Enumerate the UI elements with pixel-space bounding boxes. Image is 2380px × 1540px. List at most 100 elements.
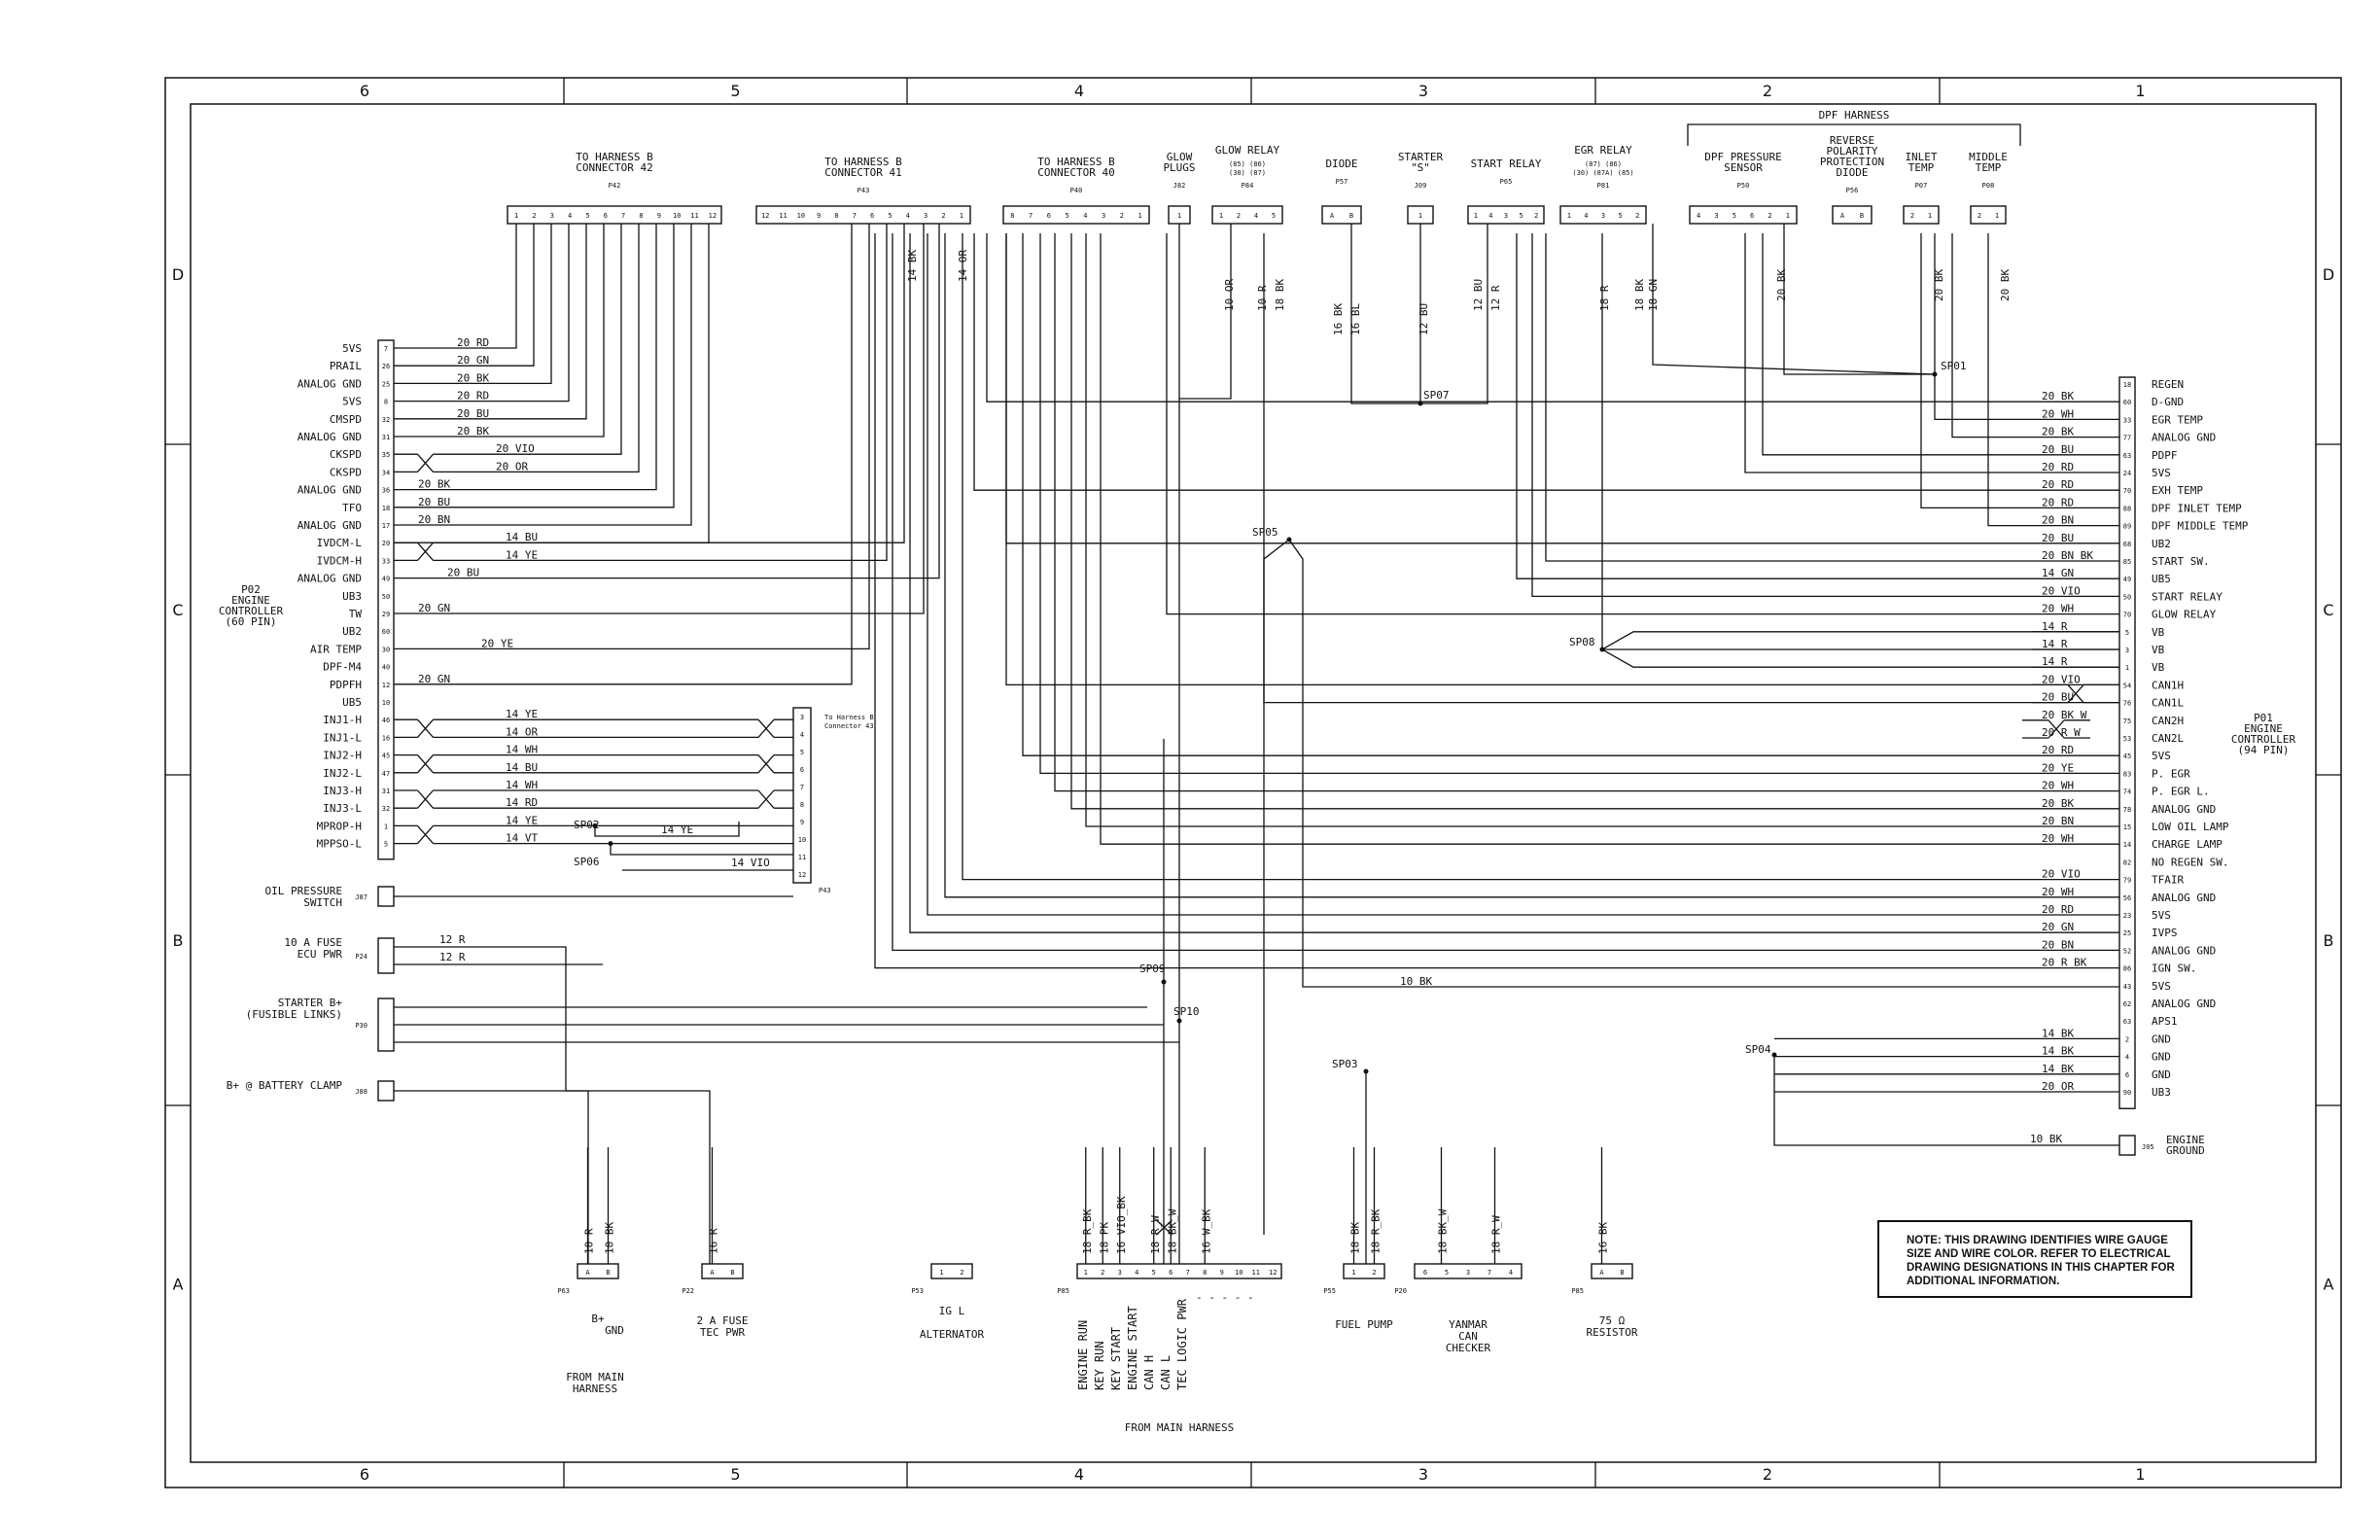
right-wire-label: 20 BN_BK bbox=[2042, 549, 2093, 562]
p63-label: GND bbox=[605, 1324, 624, 1337]
left-ecu-pin-label: UB3 bbox=[342, 590, 362, 603]
p85-signal-label: CAN H bbox=[1142, 1355, 1156, 1390]
inj-twist bbox=[757, 789, 775, 809]
top-connector-title: DIODE bbox=[1325, 158, 1357, 170]
pin-number: 5 bbox=[1618, 212, 1622, 220]
top-connector-pinmap: (87) (86) bbox=[1585, 160, 1622, 168]
pin-number: 6 bbox=[1750, 212, 1754, 220]
left-ecu-pin-label: CMSPD bbox=[330, 413, 362, 426]
pin-number: 7 bbox=[853, 212, 857, 220]
pin-number: 4 bbox=[1135, 1269, 1138, 1277]
pin-number: 1 bbox=[960, 212, 963, 220]
engine-ground-connector bbox=[2118, 1135, 2136, 1156]
wire bbox=[1263, 539, 1290, 1235]
top-connector-id: J09 bbox=[1415, 182, 1427, 190]
right-wire-label: 20 WH bbox=[2042, 603, 2074, 615]
top-connector-pinmap: (85) (86) bbox=[1229, 160, 1266, 168]
p85-signal-label: KEY START bbox=[1109, 1327, 1123, 1390]
top-connector-title: START RELAY bbox=[1471, 158, 1542, 170]
bottom-connector-id: P63 bbox=[557, 1287, 570, 1295]
pin-number: 2 bbox=[1372, 1269, 1376, 1277]
right-ecu-pin-number: 2 bbox=[2125, 1035, 2129, 1043]
label: 14 BU bbox=[506, 761, 538, 774]
pin-number: 12 bbox=[709, 212, 717, 220]
pin-number: 2 bbox=[960, 1269, 963, 1277]
wire bbox=[1350, 224, 1488, 404]
top-wire-label: 20 BK bbox=[1933, 269, 1945, 301]
right-ecu-name: (94 PIN) bbox=[2238, 744, 2290, 756]
right-wire-label: 20 BK bbox=[2042, 390, 2074, 402]
right-ecu-pin-number: 56 bbox=[2123, 894, 2131, 902]
pin-number: 8 bbox=[1203, 1269, 1207, 1277]
left-ecu-pin-number: 49 bbox=[382, 576, 390, 583]
connector-P42 bbox=[507, 205, 722, 225]
right-ecu-name: CONTROLLER bbox=[2231, 733, 2296, 746]
left-ecu-name: P02 bbox=[241, 583, 261, 596]
wire bbox=[457, 224, 622, 455]
wire bbox=[1288, 539, 2119, 988]
right-wire bbox=[1100, 233, 2119, 845]
right-ecu-pin-number: 1 bbox=[2125, 664, 2129, 672]
pin-number: 1 bbox=[1474, 212, 1478, 220]
pin-number: 5 bbox=[1272, 212, 1276, 220]
right-wire bbox=[1039, 233, 2119, 775]
right-ecu-pin-label: VB bbox=[2152, 644, 2165, 656]
right-wire bbox=[1516, 233, 2119, 579]
bottom-connector-P85 bbox=[1076, 1263, 1282, 1279]
right-ecu-pin-number: 68 bbox=[2123, 541, 2131, 548]
caption: YANMAR bbox=[1449, 1318, 1488, 1331]
pin-number: A bbox=[585, 1269, 590, 1277]
pin-number: 4 bbox=[1488, 212, 1492, 220]
right-ecu-pin-number: 79 bbox=[2123, 877, 2131, 885]
left-ecu-name: ENGINE bbox=[231, 594, 270, 607]
right-ecu-pin-label: EXH TEMP bbox=[2152, 484, 2203, 497]
p63-label: B+ bbox=[591, 1312, 605, 1325]
left-wire-label: 20 BU bbox=[418, 496, 450, 508]
top-wire-label: 18 BK bbox=[1274, 279, 1286, 311]
right-ecu-pin-label: D-GND bbox=[2152, 396, 2184, 408]
right-ecu-pin-label: NO REGEN SW. bbox=[2152, 856, 2228, 868]
right-ecu-pin-label: CHARGE LAMP bbox=[2152, 838, 2222, 851]
right-wire bbox=[909, 233, 2119, 933]
left-ecu-pin-label: DPF-M4 bbox=[323, 661, 362, 674]
top-connector-title: POLARITY bbox=[1827, 145, 1878, 158]
label: 14 VT bbox=[506, 832, 538, 845]
right-wire bbox=[1166, 233, 2119, 615]
wire bbox=[394, 224, 870, 650]
right-ecu-pin-number: 82 bbox=[2123, 858, 2131, 866]
right-wire bbox=[1951, 233, 2119, 438]
right-ecu-pin-number: 63 bbox=[2123, 452, 2131, 460]
left-misc-label: OIL PRESSURE bbox=[265, 885, 342, 897]
right-wire-label: 20 VIO bbox=[2042, 868, 2081, 881]
left-ecu-pin-label: TW bbox=[349, 608, 363, 620]
fuse-wire bbox=[394, 946, 589, 1264]
pin-number: B bbox=[1620, 1269, 1624, 1277]
pin-number: 3 bbox=[1118, 1269, 1122, 1277]
right-ecu-pin-number: 88 bbox=[2123, 505, 2131, 512]
bottom-connector-id: P85 bbox=[1571, 1287, 1584, 1295]
top-connector-id: P42 bbox=[609, 182, 621, 190]
splice-label: SP02 bbox=[574, 819, 600, 831]
left-ecu-pin-number: 32 bbox=[382, 805, 390, 813]
c43-pin: 9 bbox=[800, 819, 804, 826]
right-ecu-pin-number: 74 bbox=[2123, 788, 2131, 796]
ckspd-twist bbox=[417, 453, 434, 472]
pin-number: 6 bbox=[1169, 1269, 1172, 1277]
right-ecu-pin-label: GND bbox=[2152, 1051, 2171, 1064]
left-ecu-pin-label: INJ2-H bbox=[323, 750, 362, 762]
right-ecu-pin-label: START SW. bbox=[2152, 555, 2210, 568]
bottom-connector-P22 bbox=[701, 1263, 744, 1279]
right-ecu-pin-number: 6 bbox=[2125, 1071, 2129, 1079]
top-connector-id: P07 bbox=[1915, 182, 1928, 190]
right-ecu-pin-label: GND bbox=[2152, 1032, 2171, 1045]
pin-number: 4 bbox=[1083, 212, 1087, 220]
c43-pin: 8 bbox=[800, 801, 804, 809]
zone-left-C: C bbox=[172, 601, 183, 619]
left-wire bbox=[394, 224, 587, 420]
caption: FROM MAIN HARNESS bbox=[1125, 1421, 1235, 1434]
right-wire-label: 20 RD bbox=[2042, 478, 2074, 491]
zone-left-D: D bbox=[172, 265, 184, 284]
right-wire bbox=[1762, 233, 2119, 456]
right-ecu-pin-number: 52 bbox=[2123, 947, 2131, 955]
zone-left-A: A bbox=[173, 1276, 184, 1294]
